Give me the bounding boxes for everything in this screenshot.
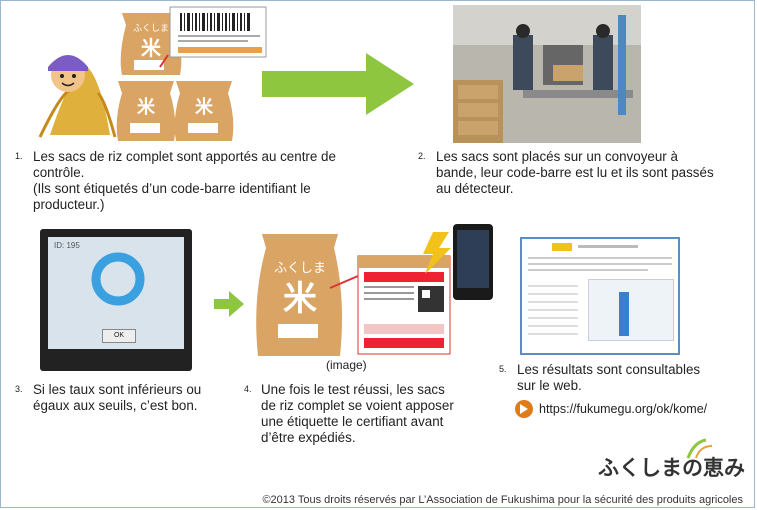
monitor-ok-button[interactable]: OK	[102, 329, 136, 343]
caption-line: Les résultats sont consultables	[517, 362, 701, 377]
caption-line: Les sacs sont placés sur un convoyeur à	[436, 149, 678, 164]
caption-line: d’être expédiés.	[261, 430, 356, 445]
smartphone-icon	[453, 224, 493, 300]
web-text-line	[528, 269, 648, 271]
rice-bag-icon: ふくしま 米	[256, 234, 342, 356]
rice-sprout-icon	[686, 438, 713, 459]
pointer-arrow-icon	[159, 54, 169, 68]
monitor-screen: ID: 195 OK	[48, 237, 184, 349]
caption-line: sur le web.	[517, 378, 582, 393]
caption-line: une étiquette le certifiant avant	[261, 414, 444, 429]
web-header-tag	[552, 243, 572, 251]
caption-line: contrôle.	[33, 165, 85, 180]
step-number: 3.	[15, 384, 23, 394]
web-chart	[588, 279, 674, 341]
step-number: 1.	[15, 151, 23, 161]
conveyor-photo	[453, 5, 641, 143]
step1-illustration: ふくしま 米 米 米	[38, 6, 267, 141]
barcode-tag-icon	[169, 6, 267, 58]
svg-text:米: 米	[137, 96, 156, 118]
logo-text: ふくしまの恵み	[598, 456, 745, 480]
step4-caption: Une fois le test réussi, les sacs de riz…	[261, 382, 471, 446]
svg-text:ふくしま: ふくしま	[133, 23, 169, 34]
rice-bag-icon: 米	[116, 81, 176, 141]
step2-caption: Les sacs sont placés sur un convoyeur à …	[436, 149, 756, 197]
caption-line: de riz complet se voient apposer	[261, 398, 454, 413]
ring-gauge-icon	[91, 252, 145, 306]
certified-bag-illustration: ふくしま 米	[256, 234, 451, 356]
step-number: 2.	[418, 151, 426, 161]
caption-line: bande, leur code-barre est lu et ils son…	[436, 165, 714, 180]
monitor-id: ID: 195	[54, 241, 80, 250]
web-chart-bar	[619, 292, 629, 336]
results-link[interactable]: https://fukumegu.org/ok/kome/	[515, 400, 707, 418]
caption-line: Une fois le test réussi, les sacs	[261, 382, 445, 397]
web-header-line	[578, 245, 638, 248]
results-url[interactable]: https://fukumegu.org/ok/kome/	[539, 402, 708, 416]
step-number: 4.	[244, 384, 252, 394]
web-text-line	[528, 263, 672, 265]
detector-monitor: ID: 195 OK	[40, 229, 192, 371]
farmer-icon	[48, 55, 88, 92]
caption-line: au détecteur.	[436, 181, 514, 196]
rice-bag-icon: 米	[174, 81, 234, 141]
play-icon	[515, 400, 533, 418]
step1-caption: Les sacs de riz complet sont apportés au…	[33, 149, 393, 213]
caption-line: Les sacs de riz complet sont apportés au…	[33, 149, 336, 164]
web-table	[528, 279, 578, 339]
svg-text:米: 米	[195, 96, 214, 118]
certification-label-icon	[357, 255, 451, 355]
svg-text:米: 米	[283, 279, 317, 319]
step-number: 5.	[499, 364, 507, 374]
caption-line: Si les taux sont inférieurs ou	[33, 382, 202, 397]
pointer-arrow-icon	[329, 275, 359, 289]
caption-line: (Ils sont étiquetés d’un code-barre iden…	[33, 181, 311, 196]
step5-caption: Les résultats sont consultables sur le w…	[517, 362, 747, 394]
step3-caption: Si les taux sont inférieurs ou égaux aux…	[33, 382, 233, 414]
lightning-icon	[423, 232, 451, 274]
phone-scan-illustration	[423, 224, 493, 300]
svg-text:米: 米	[141, 36, 162, 60]
copyright-footer: ©2013 Tous droits réservés par L’Associa…	[262, 494, 743, 506]
image-label: (image)	[326, 358, 367, 372]
web-text-line	[528, 257, 672, 259]
caption-line: producteur.)	[33, 197, 105, 212]
web-results-screenshot	[520, 237, 680, 355]
caption-line: égaux aux seuils, c’est bon.	[33, 398, 198, 413]
svg-text:ふくしま: ふくしま	[274, 261, 326, 276]
fukumegu-logo: ふくしまの恵み	[598, 438, 748, 482]
next-step-arrow-icon	[262, 53, 414, 115]
next-step-arrow-icon	[214, 291, 244, 317]
